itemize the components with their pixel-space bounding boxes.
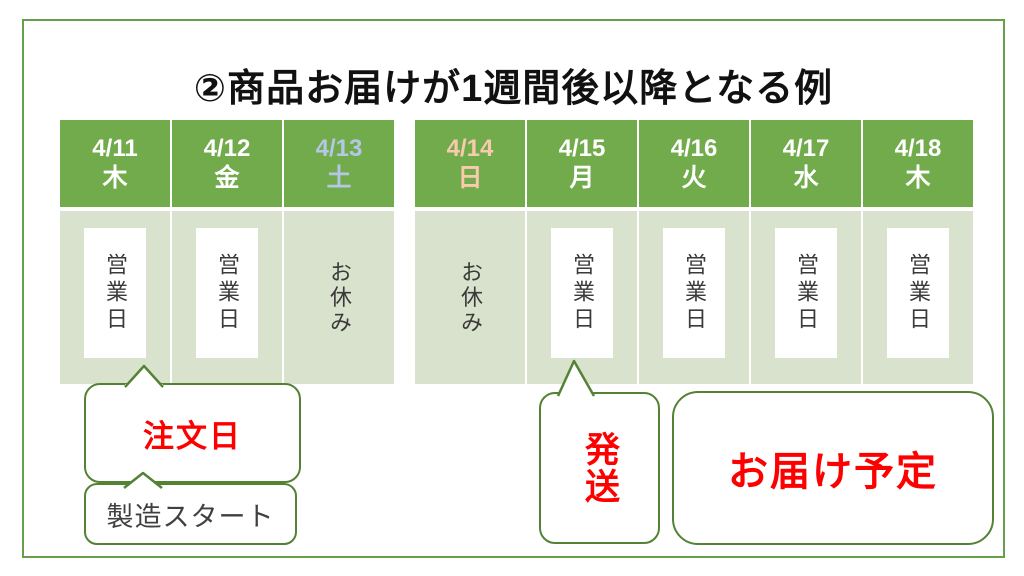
date-label: 4/11 bbox=[92, 134, 138, 162]
day-body: 営業日 bbox=[172, 211, 282, 384]
day-body: お休み bbox=[415, 211, 525, 384]
weekday-label: 土 bbox=[326, 163, 352, 192]
day-body: 営業日 bbox=[751, 211, 861, 384]
day-column-4-15: 4/15 月 営業日 bbox=[527, 120, 637, 384]
manufacture-start-bubble: 製造スタート bbox=[84, 471, 297, 545]
date-label: 4/13 bbox=[315, 134, 363, 162]
date-label: 4/14 bbox=[446, 134, 494, 162]
slide-frame: ②商品お届けが1週間後以降となる例 4/11 木 営業日 4/12 金 営業日 bbox=[22, 19, 1005, 558]
status-label: 営業日 bbox=[682, 252, 707, 334]
calendar-week1: 4/11 木 営業日 4/12 金 営業日 4/13 土 bbox=[60, 120, 394, 384]
day-column-4-12: 4/12 金 営業日 bbox=[172, 120, 282, 384]
weekday-label: 木 bbox=[905, 163, 931, 192]
status-label: 営業日 bbox=[906, 252, 931, 334]
delivery-bubble: お届け予定 bbox=[672, 391, 994, 545]
date-label: 4/17 bbox=[782, 134, 830, 162]
weekday-label: 水 bbox=[793, 163, 819, 192]
day-column-4-11: 4/11 木 営業日 bbox=[60, 120, 170, 384]
day-header: 4/13 土 bbox=[284, 120, 394, 207]
business-day-box: 営業日 bbox=[551, 228, 613, 358]
holiday-label: お休み bbox=[458, 260, 483, 335]
date-label: 4/12 bbox=[203, 134, 251, 162]
ship-label: 発送 bbox=[580, 431, 619, 505]
weekday-label: 金 bbox=[214, 163, 240, 192]
status-label: 営業日 bbox=[570, 252, 595, 334]
business-day-box: 営業日 bbox=[775, 228, 837, 358]
status-label: 営業日 bbox=[103, 252, 128, 334]
weekday-label: 火 bbox=[681, 163, 707, 192]
status-label: 営業日 bbox=[794, 252, 819, 334]
weekday-label: 月 bbox=[569, 163, 595, 192]
day-header: 4/14 日 bbox=[415, 120, 525, 207]
day-header: 4/15 月 bbox=[527, 120, 637, 207]
day-header: 4/16 火 bbox=[639, 120, 749, 207]
day-body: 営業日 bbox=[527, 211, 637, 384]
status-label: 営業日 bbox=[215, 252, 240, 334]
weekday-label: 日 bbox=[457, 163, 483, 192]
day-column-4-18: 4/18 木 営業日 bbox=[863, 120, 973, 384]
weekday-label: 木 bbox=[102, 163, 128, 192]
day-body: 営業日 bbox=[639, 211, 749, 384]
day-column-4-14: 4/14 日 お休み bbox=[415, 120, 525, 384]
business-day-box: 営業日 bbox=[84, 228, 146, 358]
day-column-4-13: 4/13 土 お休み bbox=[284, 120, 394, 384]
day-header: 4/17 水 bbox=[751, 120, 861, 207]
business-day-box: 営業日 bbox=[887, 228, 949, 358]
day-header: 4/18 木 bbox=[863, 120, 973, 207]
holiday-label: お休み bbox=[327, 260, 352, 335]
date-label: 4/15 bbox=[558, 134, 606, 162]
delivery-label: お届け予定 bbox=[728, 450, 938, 494]
day-body: 営業日 bbox=[60, 211, 170, 384]
day-column-4-17: 4/17 水 営業日 bbox=[751, 120, 861, 384]
ship-bubble: 発送 bbox=[539, 359, 660, 544]
day-header: 4/11 木 bbox=[60, 120, 170, 207]
day-body: お休み bbox=[284, 211, 394, 384]
bubble-pointer-up-icon bbox=[124, 364, 164, 392]
business-day-box: 営業日 bbox=[663, 228, 725, 358]
business-day-box: 営業日 bbox=[196, 228, 258, 358]
page-title: ②商品お届けが1週間後以降となる例 bbox=[193, 68, 834, 110]
order-date-label: 注文日 bbox=[143, 418, 242, 454]
manufacture-start-label: 製造スタート bbox=[106, 501, 275, 532]
order-date-bubble: 注文日 bbox=[84, 364, 301, 483]
bubble-pointer-up-icon bbox=[123, 471, 163, 493]
day-header: 4/12 金 bbox=[172, 120, 282, 207]
calendar-week2: 4/14 日 お休み 4/15 月 営業日 4/16 火 bbox=[415, 120, 973, 384]
date-label: 4/18 bbox=[894, 134, 942, 162]
date-label: 4/16 bbox=[670, 134, 718, 162]
day-body: 営業日 bbox=[863, 211, 973, 384]
bubble-pointer-up-icon bbox=[556, 359, 596, 401]
day-column-4-16: 4/16 火 営業日 bbox=[639, 120, 749, 384]
